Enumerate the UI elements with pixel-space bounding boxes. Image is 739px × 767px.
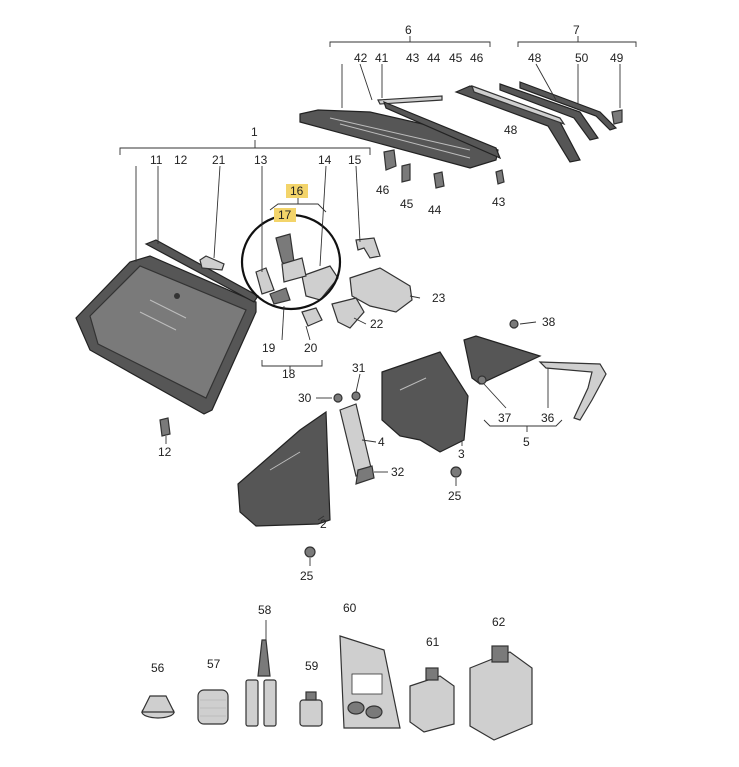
roof-strips (454, 81, 623, 163)
callout-38: 38 (542, 315, 556, 329)
callout-61: 61 (426, 635, 440, 649)
bracket-group-18 (261, 360, 323, 372)
callout-31: 31 (352, 361, 366, 375)
callout-60: 60 (343, 601, 357, 615)
callout-13: 13 (254, 153, 268, 167)
callout-7: 7 (573, 23, 580, 37)
callout-25-right: 25 (448, 489, 462, 503)
part-4-strip (339, 403, 373, 477)
callout-50: 50 (575, 51, 589, 65)
windshield (75, 255, 257, 415)
callout-17: 17 (278, 208, 292, 222)
callout-45-mid: 45 (400, 197, 414, 211)
callout-46-top: 46 (470, 51, 484, 65)
callout-15: 15 (348, 153, 362, 167)
callout-16: 16 (290, 184, 304, 198)
sealant-cone-56 (141, 695, 175, 719)
callout-42: 42 (354, 51, 368, 65)
interior-trim-parts (255, 233, 413, 329)
sealant-roll-57 (197, 689, 229, 725)
rear-window-clips (383, 149, 505, 189)
part-12-clip (159, 417, 171, 437)
callout-57: 57 (207, 657, 221, 671)
callout-19: 19 (262, 341, 276, 355)
cartridge-58 (245, 639, 277, 727)
callout-5: 5 (523, 435, 530, 449)
callout-12-top: 12 (174, 153, 188, 167)
bottle-59 (299, 691, 323, 727)
bracket-group-16 (269, 198, 327, 213)
door-window-left (237, 410, 331, 527)
canister-61 (409, 667, 455, 733)
kit-bag-60 (339, 635, 401, 729)
callout-59: 59 (305, 659, 319, 673)
callout-43-mid: 43 (492, 195, 506, 209)
part-32-cover (355, 465, 375, 485)
callout-21: 21 (212, 153, 226, 167)
highlight-16-bg (286, 184, 308, 198)
bracket-group-5 (483, 419, 563, 432)
part-21-cover (199, 255, 225, 271)
callout-23: 23 (432, 291, 446, 305)
rear-window (299, 95, 502, 169)
callout-62: 62 (492, 615, 506, 629)
quarter-window (381, 351, 469, 453)
callout-48-mid: 48 (504, 123, 518, 137)
callout-11: 11 (150, 153, 163, 167)
callout-58: 58 (258, 603, 272, 617)
callout-25-left: 25 (300, 569, 314, 583)
callout-46-mid: 46 (376, 183, 390, 197)
callout-1: 1 (251, 125, 258, 139)
callout-49: 49 (610, 51, 624, 65)
callout-36: 36 (541, 411, 555, 425)
callout-12-bottom: 12 (158, 445, 172, 459)
callout-30: 30 (298, 391, 312, 405)
callout-3: 3 (458, 447, 465, 461)
canister-62 (469, 645, 533, 741)
callout-32: 32 (391, 465, 405, 479)
callout-14: 14 (318, 153, 332, 167)
highlight-17-bg (274, 208, 296, 222)
bracket-group-7 (517, 36, 637, 47)
callout-48-top: 48 (528, 51, 542, 65)
callout-2: 2 (320, 517, 327, 531)
callout-56: 56 (151, 661, 165, 675)
callout-37: 37 (498, 411, 512, 425)
bracket-group-6 (329, 36, 491, 47)
rear-quarter-window (463, 319, 607, 421)
callout-labels: 6 7 42 41 43 44 45 46 48 50 49 48 1 11 1… (150, 23, 624, 675)
callout-45-top: 45 (449, 51, 463, 65)
screws (304, 391, 462, 558)
callout-44-mid: 44 (428, 203, 442, 217)
leader-lines (135, 63, 621, 640)
callout-43-top: 43 (406, 51, 420, 65)
callout-20: 20 (304, 341, 318, 355)
callout-22: 22 (370, 317, 384, 331)
callout-44-top: 44 (427, 51, 441, 65)
callout-41: 41 (375, 51, 389, 65)
callout-4: 4 (378, 435, 385, 449)
callout-18: 18 (282, 367, 296, 381)
callout-6: 6 (405, 23, 412, 37)
bracket-group-1 (119, 140, 371, 155)
